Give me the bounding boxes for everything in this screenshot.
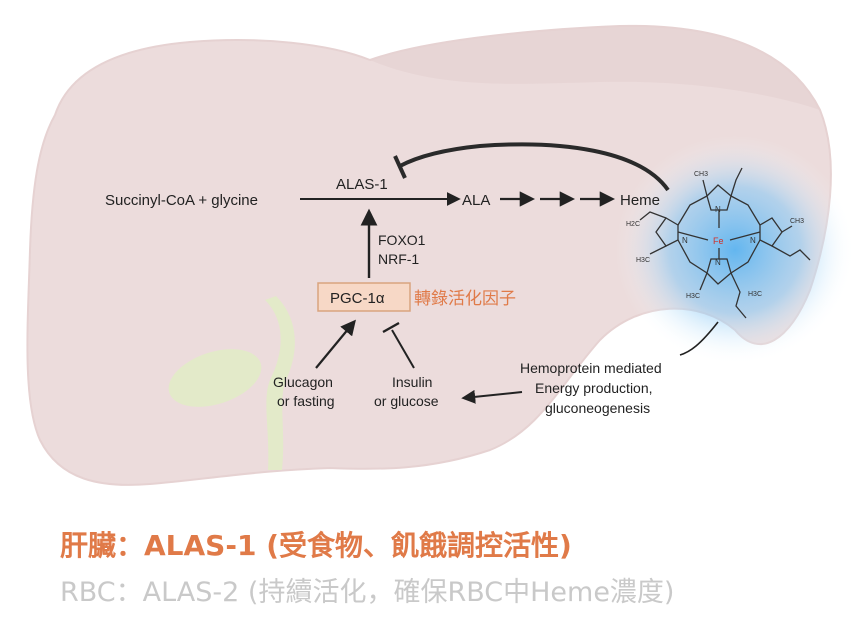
regulator-nrf1: NRF-1 [378,251,419,267]
hemoprotein-arrow [461,389,523,404]
inducer-line1: Glucagon [273,374,333,390]
inhibitor-line2: or glucose [374,393,439,409]
enzyme-label: ALAS-1 [336,176,388,193]
inducer-line2: or fasting [277,393,335,409]
heme-function-line1: Hemoprotein mediated [520,360,662,376]
heme-structure [639,167,811,319]
feedback-inhibition-arrow [399,142,670,192]
inhibitor-line1: Insulin [392,374,432,390]
insulin-inhibition-line [391,329,415,369]
heme-sub-6: H3C [748,291,762,298]
heme-function-line3: gluconeogenesis [545,400,650,416]
heme-n-left: N [682,236,688,245]
heme-sub-1: CH3 [694,171,708,178]
heme-n-right: N [750,236,756,245]
insulin-inhibition-bar [382,321,400,334]
heme-sub-3: H3C [636,257,650,264]
heme-sub-2: H2C [626,221,640,228]
product-label: Heme [620,192,660,209]
intermediate-label: ALA [462,192,490,209]
heme-n-bottom: N [715,258,721,267]
pgc1a-label: PGC-1α [330,290,385,307]
heme-function-line2: Energy production, [535,380,653,396]
gallbladder-sac [168,349,262,407]
feedback-bar [393,155,407,179]
heme-n-top: N [715,205,721,214]
heme-sub-5: H3C [686,293,700,300]
heme-function-connector [679,321,719,356]
pgc1a-annotation: 轉錄活化因子 [414,289,516,308]
heme-fe-atom: Fe [713,236,724,246]
pgc1a-box [317,282,411,312]
heme-sub-4: CH3 [790,218,804,225]
glucagon-arrow [315,319,356,369]
liver-lobe-shading [370,25,820,111]
caption-rbc-alas2: RBC：ALAS-2 (持續活化，確保RBC中Heme濃度) [60,577,675,608]
caption-liver-alas1: 肝臟：ALAS-1 (受食物、飢餓調控活性) [60,529,572,562]
heme-glow [615,135,855,365]
regulator-foxo1: FOXO1 [378,232,426,248]
gallbladder [265,296,295,470]
substrate-label: Succinyl-CoA + glycine [105,192,258,209]
